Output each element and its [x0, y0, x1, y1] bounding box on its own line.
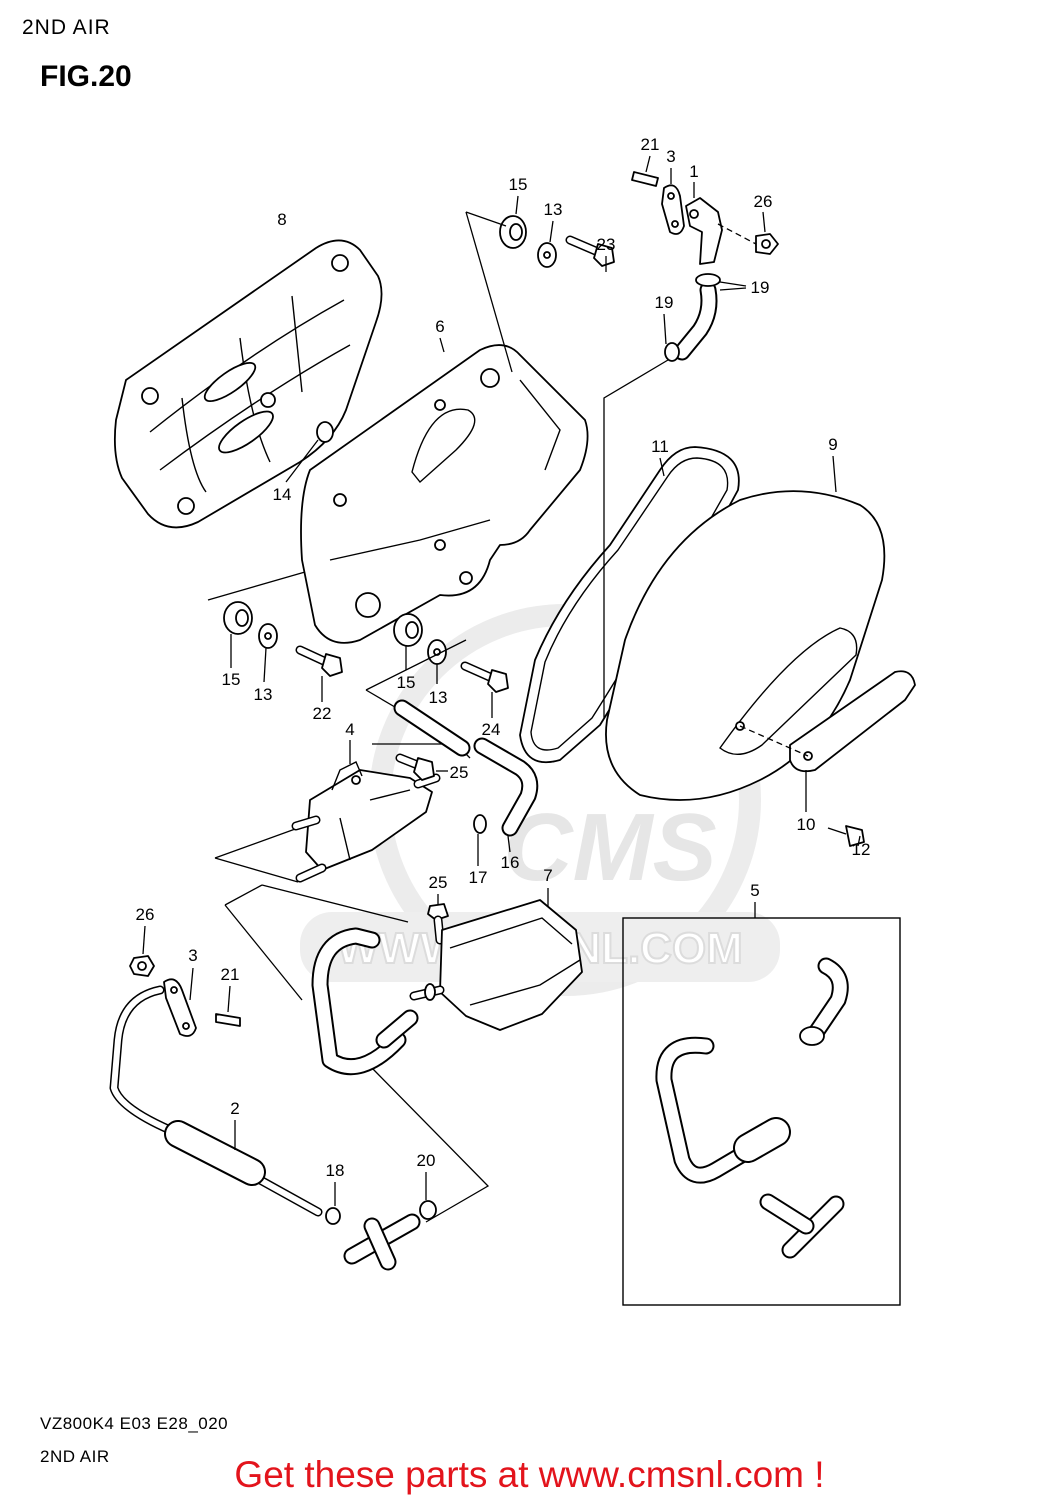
hose-t-lower — [343, 1213, 421, 1271]
callout-15: 15 — [222, 670, 241, 689]
footer-title: 2ND AIR — [40, 1447, 110, 1466]
callout-16: 16 — [501, 853, 520, 872]
callout-8: 8 — [277, 210, 286, 229]
callout-19: 19 — [751, 278, 770, 297]
part-18-clamp — [325, 1182, 341, 1225]
part-14-grommet — [285, 421, 334, 483]
callout-6: 6 — [435, 317, 444, 336]
callout-22: 22 — [313, 704, 332, 723]
part-26-nut-upper — [755, 211, 779, 255]
callout-2: 2 — [230, 1099, 239, 1118]
part-25-bolt-lower — [427, 894, 449, 945]
promo-link[interactable]: Get these parts at www.cmsnl.com ! — [234, 1454, 825, 1495]
part-24-bolt — [460, 661, 509, 718]
part-12-screw — [827, 825, 865, 847]
part-10-plate — [739, 670, 916, 812]
callout-1: 1 — [689, 162, 698, 181]
callout-15: 15 — [509, 175, 528, 194]
hose-straight — [393, 699, 471, 757]
part-26-nut-lower — [129, 925, 155, 977]
callout-4: 4 — [345, 720, 354, 739]
callout-23: 23 — [597, 235, 616, 254]
part-15-grommet-center — [393, 613, 423, 670]
section-title: 2ND AIR — [22, 16, 111, 39]
callout-5: 5 — [750, 881, 759, 900]
part-2-pipe — [109, 985, 323, 1217]
callout-3: 3 — [666, 147, 675, 166]
part-3-gasket-upper — [661, 168, 685, 235]
leader-lines — [207, 211, 669, 1223]
part-9-cover — [605, 455, 886, 801]
callout-9: 9 — [828, 435, 837, 454]
diagram-code: VZ800K4 E03 E28_020 — [40, 1414, 229, 1433]
hose-u — [311, 927, 419, 1076]
part-13-washer-top — [537, 220, 557, 268]
part-7-canister — [409, 888, 583, 1031]
watermark-logo: CMS — [503, 794, 716, 901]
callout-12: 12 — [852, 840, 871, 859]
part-16-hose — [473, 737, 539, 853]
part-13-washer-left — [258, 623, 278, 683]
callout-11: 11 — [651, 437, 669, 456]
part-3-gasket-lower — [163, 967, 197, 1037]
part-25-bolt-upper — [395, 753, 448, 781]
callout-17: 17 — [469, 868, 488, 887]
callout-21: 21 — [221, 965, 240, 984]
part-15-grommet-top — [499, 195, 527, 249]
callout-18: 18 — [326, 1161, 345, 1180]
part-19-hose — [663, 273, 747, 362]
callout-13: 13 — [429, 688, 448, 707]
part-20-clamp — [419, 1172, 437, 1220]
callout-19: 19 — [655, 293, 674, 312]
part-4-valve — [291, 740, 441, 883]
callout-25: 25 — [450, 763, 469, 782]
part-23-bolt — [565, 235, 615, 272]
callout-labels: 21 3 1 26 15 13 23 19 19 8 6 11 9 14 15 … — [136, 135, 871, 1180]
callout-26: 26 — [136, 905, 155, 924]
part-15-grommet-left — [223, 601, 253, 668]
part-22-bolt — [295, 645, 343, 702]
part-1-elbow — [685, 182, 757, 265]
callout-21: 21 — [641, 135, 660, 154]
callout-13: 13 — [254, 685, 273, 704]
figure-number: FIG.20 — [40, 60, 132, 93]
callout-26: 26 — [754, 192, 773, 211]
callout-25: 25 — [429, 873, 448, 892]
callout-15: 15 — [397, 673, 416, 692]
callout-10: 10 — [797, 815, 816, 834]
part-21-stud-lower — [215, 985, 241, 1027]
part-17-clamp — [473, 814, 487, 866]
part-6-bracket — [300, 337, 589, 644]
callout-7: 7 — [543, 866, 552, 885]
part-5-hose-kit — [622, 902, 901, 1306]
callout-24: 24 — [482, 720, 501, 739]
callout-14: 14 — [273, 485, 292, 504]
callout-13: 13 — [544, 200, 563, 219]
callout-20: 20 — [417, 1151, 436, 1170]
callout-3: 3 — [188, 946, 197, 965]
part-21-stud-upper — [631, 155, 659, 187]
